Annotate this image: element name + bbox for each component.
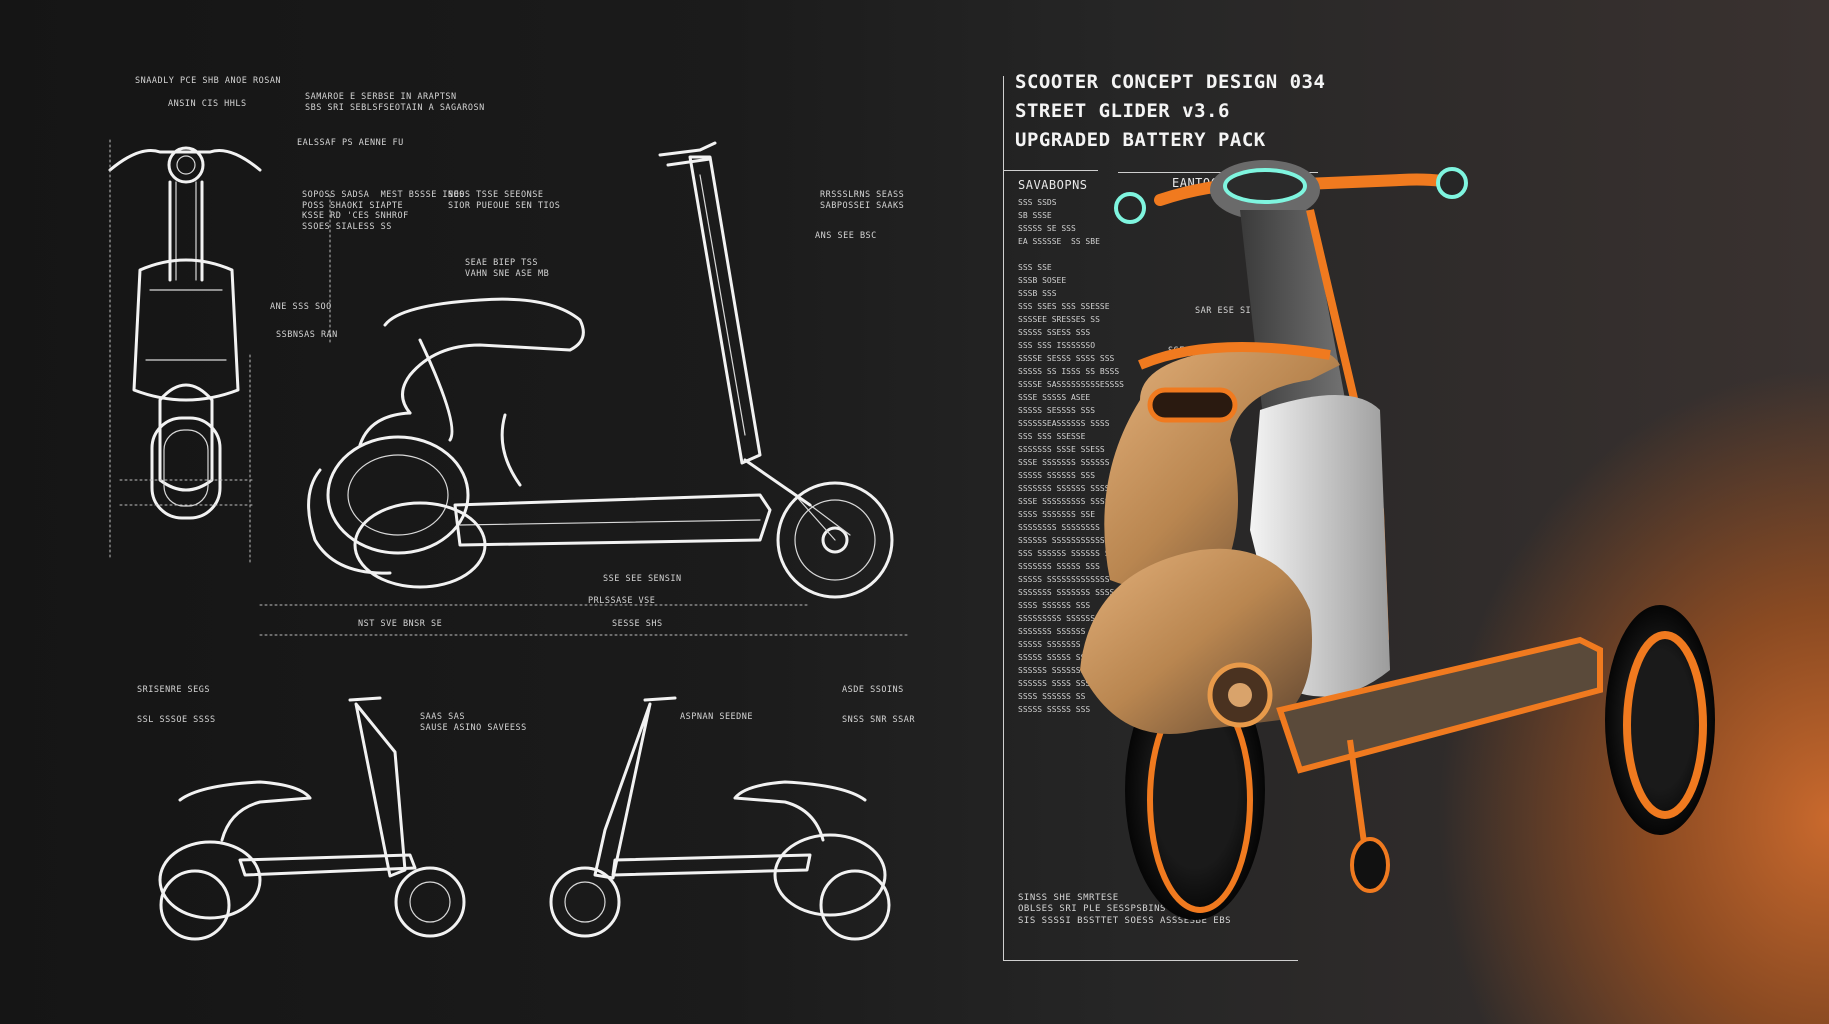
scooter-render xyxy=(1080,150,1800,954)
side-view-drawing xyxy=(249,95,930,639)
annotation-label: SSL SSSOE SSSS xyxy=(137,715,216,725)
thumbnail-side-view-left xyxy=(140,690,470,954)
annotation-label: SEAE BIEP TSS VAHN SNE ASE MB xyxy=(465,258,550,279)
annotation-label: ASDE SSOINS xyxy=(842,685,904,695)
front-view-drawing xyxy=(100,100,270,604)
annotation-label: ANE SSS SOO xyxy=(270,302,332,312)
annotation-label: SAAS SAS SAUSE ASINO SAVEESS xyxy=(420,712,527,733)
footer-rule xyxy=(1003,960,1298,961)
annotation-label: SSBNSAS RAN xyxy=(276,330,338,340)
annotation-label: SOOS TSSE SEEONSE SIOR PUEOUE SEN TIOS xyxy=(448,190,561,211)
annotation-label: SRISENRE SEGS xyxy=(137,685,211,695)
annotation-label: SNAADLY PCE SHB ANOE ROSAN xyxy=(135,76,282,86)
annotation-label: ANSIN CIS HHLS xyxy=(168,99,247,109)
title-line-1: SCOOTER CONCEPT DESIGN 034 xyxy=(1015,71,1326,93)
annotation-label: ASPNAN SEEDNE xyxy=(680,712,754,722)
annotation-label: ANS SEE BSC xyxy=(815,231,877,241)
annotation-label: EALSSAF PS AENNE FU xyxy=(297,138,404,148)
spec-section-heading-left: SAVABOPNS xyxy=(1018,178,1088,192)
annotation-label: SSE SEE SENSIN xyxy=(603,574,682,584)
annotation-label: RRSSSLRNS SEASS SABPOSSEI SAAKS xyxy=(820,190,905,211)
annotation-label: SOPOSS SADSA MEST BSSSE INES POSS SHAOKI… xyxy=(302,190,465,232)
annotation-label: PRLSSASE VSE xyxy=(588,596,656,606)
spec-header-rule xyxy=(1003,170,1098,171)
title-block: SCOOTER CONCEPT DESIGN 034 STREET GLIDER… xyxy=(1015,68,1325,155)
annotation-label: SAMAROE E SERBSE IN ARAPTSN SBS SRI SEBL… xyxy=(305,92,485,113)
title-rule xyxy=(1003,76,1004,961)
annotation-label: SESSE SHS xyxy=(612,619,663,629)
title-line-3: UPGRADED BATTERY PACK xyxy=(1015,129,1266,151)
annotation-label: SAR ESE SINE xyxy=(1195,306,1263,316)
annotation-label: NST SVE BNSR SE xyxy=(358,619,443,629)
spec-header-rule xyxy=(1118,172,1318,173)
annotation-label: SNSS SNR SSAR xyxy=(842,715,916,725)
title-line-2: STREET GLIDER v3.6 xyxy=(1015,100,1230,122)
thumbnail-side-view-right xyxy=(545,690,905,954)
